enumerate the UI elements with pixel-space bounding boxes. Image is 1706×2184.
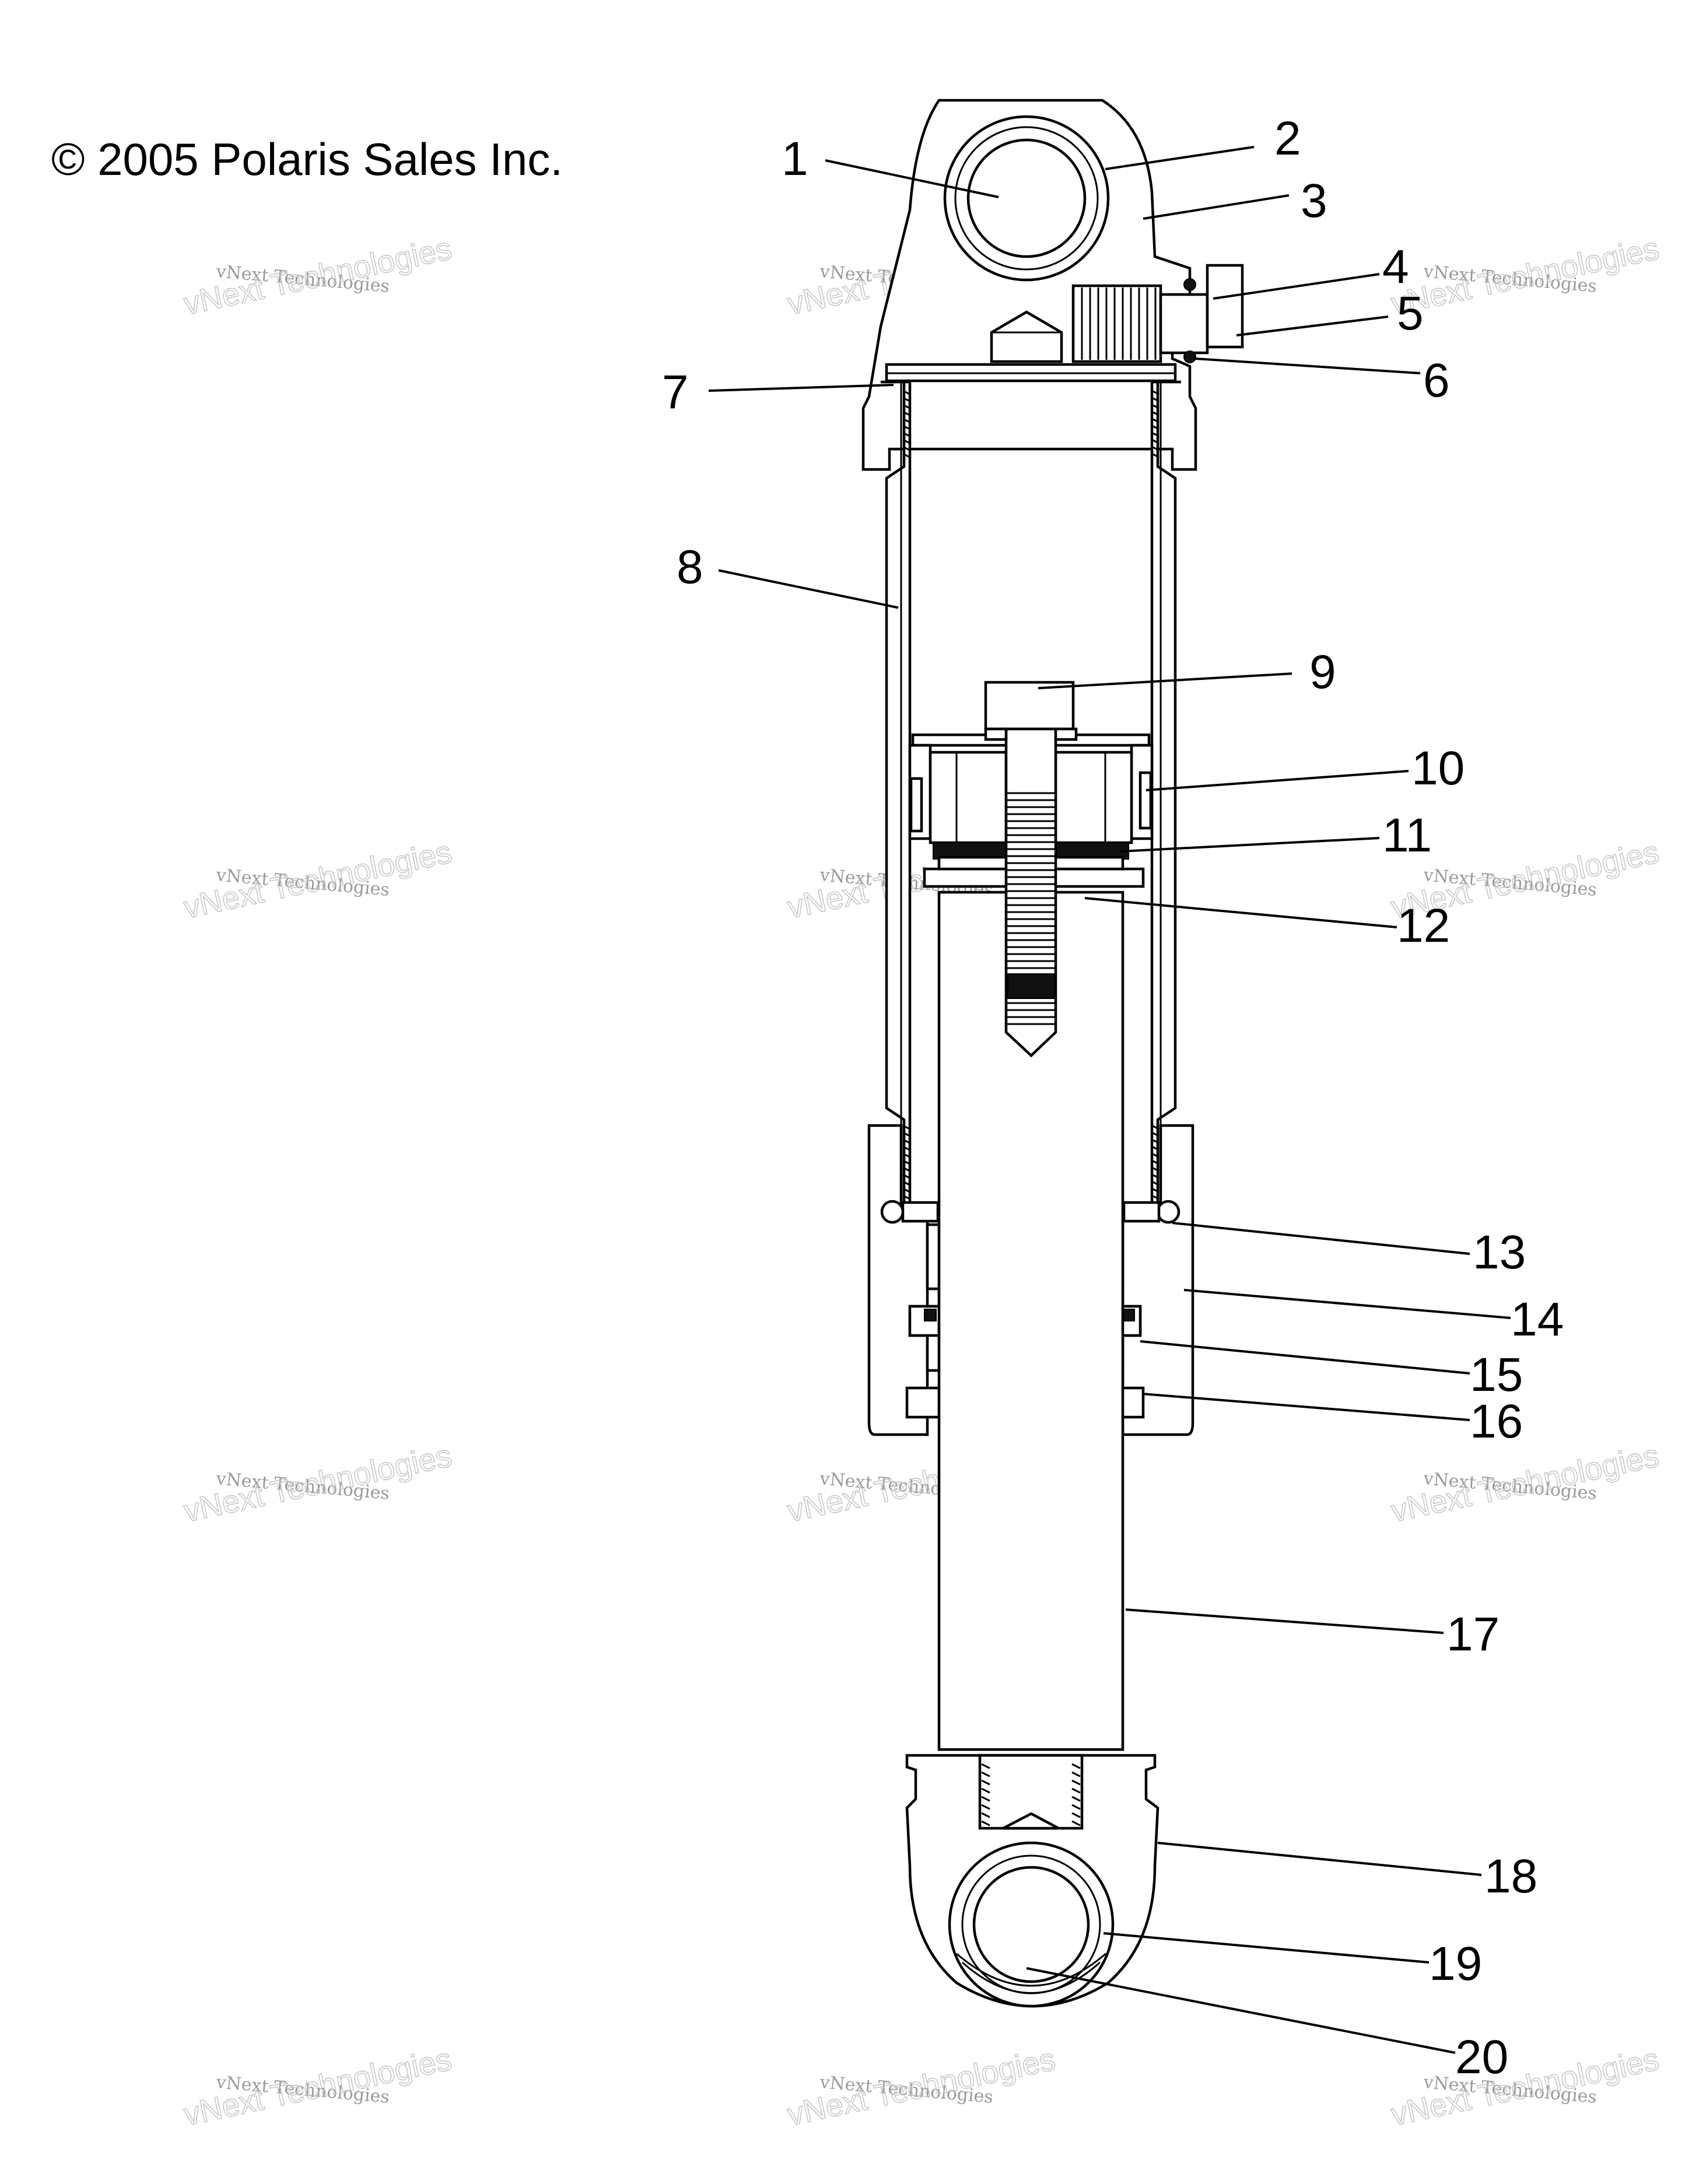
piston-right	[1054, 751, 1133, 844]
callout-18: 18	[1484, 1850, 1537, 1903]
adjuster-knob	[1206, 264, 1244, 349]
piston-band	[1138, 771, 1152, 830]
callout-15: 15	[1470, 1348, 1523, 1401]
leader-lines	[708, 146, 1511, 2054]
top-bushing-inner	[966, 138, 1087, 258]
wiper-left	[905, 1386, 941, 1419]
callout-8: 8	[677, 541, 703, 594]
adjuster-seal-upper	[1183, 278, 1196, 291]
o-ring-left	[880, 1200, 905, 1224]
callout-6: 6	[1423, 354, 1450, 407]
callout-13: 13	[1473, 1226, 1526, 1279]
adjuster-body	[1071, 284, 1162, 363]
callout-17: 17	[1446, 1608, 1500, 1661]
callout-5: 5	[1397, 287, 1424, 340]
callout-20: 20	[1455, 2031, 1508, 2084]
bottom-eye	[905, 1754, 1159, 2008]
valve-cone	[990, 310, 1063, 363]
callout-9: 9	[1309, 646, 1336, 699]
callout-16: 16	[1470, 1395, 1523, 1448]
callout-7: 7	[662, 366, 689, 419]
piston-bolt-head	[984, 681, 1075, 731]
piston-bolt	[1004, 727, 1057, 1058]
piston-left	[929, 751, 1008, 844]
callout-11: 11	[1382, 809, 1432, 862]
callout-14: 14	[1511, 1293, 1564, 1346]
callout-1: 1	[782, 132, 808, 185]
callout-10: 10	[1411, 742, 1465, 795]
bottom-bushing-inner	[972, 1866, 1090, 1983]
callout-12: 12	[1397, 899, 1450, 952]
adjuster-cap	[1159, 293, 1209, 355]
adjuster-assembly	[1071, 264, 1244, 363]
callout-4: 4	[1382, 240, 1409, 293]
copyright-notice: © 2005 Polaris Sales Inc.	[51, 134, 563, 185]
o-ring-right	[1156, 1200, 1180, 1224]
piston-assembly	[908, 681, 1154, 1058]
callout-2: 2	[1274, 112, 1301, 165]
callout-19: 19	[1429, 1937, 1482, 1990]
adjuster-seal-lower	[1183, 350, 1196, 363]
callout-3: 3	[1301, 174, 1327, 227]
